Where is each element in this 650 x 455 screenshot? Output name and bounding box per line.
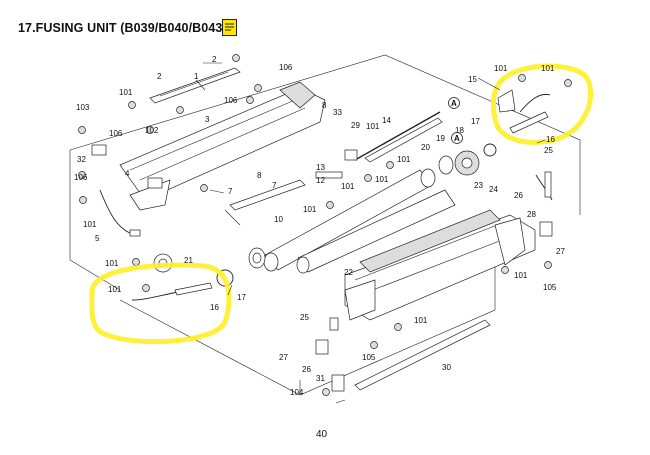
label-24: 24	[489, 185, 498, 194]
part-30-plate	[354, 319, 491, 391]
label-12: 12	[316, 176, 325, 185]
pressure-roller	[296, 189, 456, 274]
highlight-thermistor-left	[89, 262, 232, 345]
callout-a1: A	[451, 99, 457, 108]
label-13: 13	[316, 163, 325, 172]
label-15: 15	[468, 75, 477, 84]
label-17b: 17	[237, 293, 246, 302]
label-101f: 101	[108, 285, 122, 294]
label-7b: 7	[272, 181, 277, 190]
label-7a: 7	[228, 187, 233, 196]
label-103: 103	[76, 103, 90, 112]
label-101d: 101	[83, 220, 97, 229]
label-101c: 101	[541, 64, 555, 73]
hot-roller	[263, 168, 436, 272]
callout-a2: A	[454, 134, 460, 143]
thermistor-cables	[99, 93, 553, 301]
part-10-plate	[224, 179, 306, 226]
label-101b: 101	[494, 64, 508, 73]
label-22: 22	[344, 268, 353, 277]
label-10: 10	[274, 215, 283, 224]
page-number: 40	[316, 429, 328, 440]
label-104: 104	[290, 388, 304, 397]
label-25a: 25	[544, 146, 553, 155]
screws	[78, 54, 572, 396]
label-16a: 16	[546, 135, 555, 144]
label-1: 1	[194, 72, 199, 81]
label-101m: 101	[366, 122, 380, 131]
label-4: 4	[125, 169, 130, 178]
small-brackets	[91, 89, 553, 392]
label-29: 29	[351, 121, 360, 130]
label-33: 33	[333, 108, 342, 117]
note-icon[interactable]	[222, 19, 237, 36]
label-105b: 105	[362, 353, 376, 362]
highlight-thermistor-right	[490, 63, 594, 145]
gear-18	[454, 150, 480, 176]
label-102: 102	[145, 126, 159, 135]
label-16b: 16	[210, 303, 219, 312]
label-25b: 25	[300, 313, 309, 322]
label-101h: 101	[341, 182, 355, 191]
label-28: 28	[527, 210, 536, 219]
label-101a: 101	[119, 88, 133, 97]
lower-frame	[344, 209, 536, 321]
label-106a: 106	[279, 63, 293, 72]
label-26b: 26	[302, 365, 311, 374]
label-30: 30	[442, 363, 451, 372]
label-5: 5	[95, 234, 100, 243]
label-32: 32	[77, 155, 86, 164]
label-2: 2	[212, 55, 217, 64]
label-3: 3	[205, 115, 210, 124]
leader-lines	[195, 62, 546, 404]
label-106b: 106	[224, 96, 238, 105]
label-101i: 101	[375, 175, 389, 184]
label-101l: 101	[414, 316, 428, 325]
label-101k: 101	[514, 271, 528, 280]
label-27b: 27	[279, 353, 288, 362]
label-105a: 105	[543, 283, 557, 292]
label-27a: 27	[556, 247, 565, 256]
label-31: 31	[316, 374, 325, 383]
label-101g: 101	[303, 205, 317, 214]
label-23: 23	[474, 181, 483, 190]
label-101j: 101	[397, 155, 411, 164]
label-106c: 106	[109, 129, 123, 138]
label-19: 19	[436, 134, 445, 143]
part-14-rod	[354, 111, 443, 163]
label-17a: 17	[471, 117, 480, 126]
upper-guide-assembly	[119, 81, 326, 211]
label-106d: 106	[74, 173, 88, 182]
part-labels: 1 2 2 3 4 5 7 7 8 8 10 12 13 14 15 16 16…	[74, 55, 565, 397]
label-26a: 26	[514, 191, 523, 200]
page-title: 17.FUSING UNIT (B039/B040/B043)	[18, 21, 227, 35]
label-14: 14	[382, 116, 391, 125]
label-8a: 8	[322, 101, 327, 110]
label-18: 18	[455, 126, 464, 135]
label-101e: 101	[105, 259, 119, 268]
label-2b: 2	[157, 72, 162, 81]
part-1-bracket	[149, 67, 241, 104]
label-20: 20	[421, 143, 430, 152]
label-8b: 8	[257, 171, 262, 180]
label-21: 21	[184, 256, 193, 265]
